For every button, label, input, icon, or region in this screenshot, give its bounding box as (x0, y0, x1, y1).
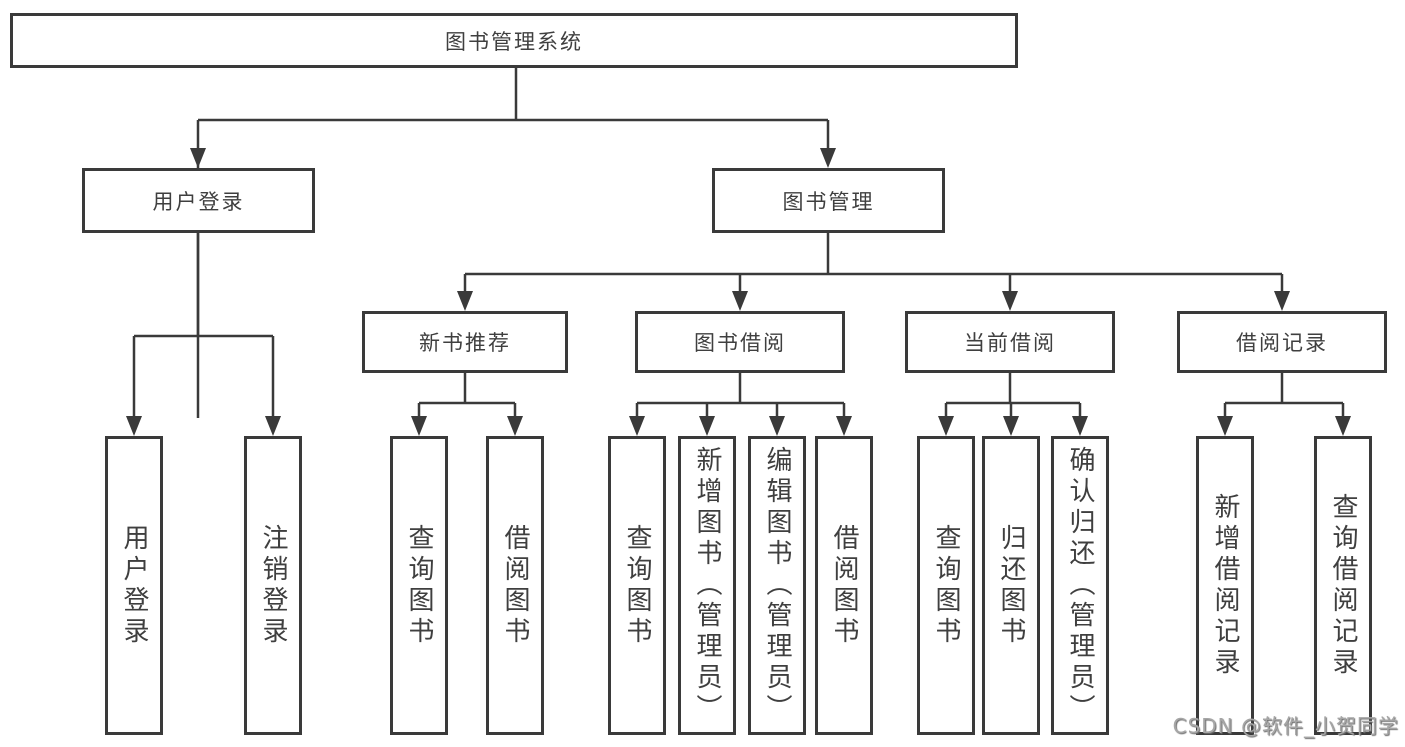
node-label: 图书管理系统 (445, 29, 583, 54)
node-label: 借阅图书 (829, 523, 859, 648)
connector-borrow-records-children (1217, 373, 1351, 436)
node-label: 图书借阅 (694, 331, 786, 355)
node-label: 用户登录 (119, 523, 149, 648)
node-label: 新书推荐 (419, 331, 511, 355)
node-leaf-borrow-borrow-books: 借阅图书 (815, 436, 873, 735)
node-label: 图书管理 (782, 189, 875, 214)
node-book-borrow: 图书借阅 (635, 311, 845, 373)
node-label: 当前借阅 (964, 331, 1056, 355)
node-label: 编辑图书（管理员） (762, 446, 792, 725)
node-leaf-recommend-borrow-books: 借阅图书 (486, 436, 544, 735)
node-user-login: 用户登录 (82, 168, 315, 233)
node-leaf-current-query-books: 查询图书 (917, 436, 975, 735)
node-label: 查询借阅记录 (1328, 492, 1358, 679)
node-leaf-borrow-query-books: 查询图书 (608, 436, 666, 735)
node-borrow-records: 借阅记录 (1177, 311, 1387, 373)
node-leaf-logout: 注销登录 (244, 436, 302, 735)
node-label: 新增借阅记录 (1210, 492, 1240, 679)
connector-recommend-children (411, 373, 523, 436)
node-label: 借阅记录 (1236, 331, 1328, 355)
connector-book-management-to-level3 (457, 233, 1290, 311)
node-label: 确认归还（管理员） (1065, 446, 1095, 725)
node-label: 注销登录 (258, 523, 288, 648)
node-book-management: 图书管理 (712, 168, 945, 233)
node-label: 用户登录 (152, 189, 245, 214)
node-leaf-confirm-return-admin: 确认归还（管理员） (1051, 436, 1109, 735)
node-leaf-user-login: 用户登录 (105, 436, 163, 735)
node-current-borrow: 当前借阅 (905, 311, 1115, 373)
node-label: 新增图书（管理员） (692, 446, 722, 725)
connector-user-login-children (126, 233, 281, 436)
node-leaf-query-borrow-record: 查询借阅记录 (1314, 436, 1372, 735)
node-label: 借阅图书 (500, 523, 530, 648)
node-leaf-add-borrow-record: 新增借阅记录 (1196, 436, 1254, 735)
connector-current-borrow-children (938, 373, 1088, 436)
node-label: 查询图书 (931, 523, 961, 648)
node-label: 归还图书 (996, 523, 1026, 648)
csdn-watermark: CSDN @软件_小贺同学 (1172, 714, 1399, 738)
node-leaf-return-books: 归还图书 (982, 436, 1040, 735)
node-leaf-add-books-admin: 新增图书（管理员） (678, 436, 736, 735)
connector-root-to-level2 (190, 68, 836, 418)
node-leaf-edit-books-admin: 编辑图书（管理员） (748, 436, 806, 735)
node-leaf-recommend-query-books: 查询图书 (390, 436, 448, 735)
node-new-book-recommend: 新书推荐 (362, 311, 568, 373)
connector-book-borrow-children (629, 373, 852, 436)
node-label: 查询图书 (404, 523, 434, 648)
node-label: 查询图书 (622, 523, 652, 648)
node-root-library-system: 图书管理系统 (10, 13, 1018, 68)
